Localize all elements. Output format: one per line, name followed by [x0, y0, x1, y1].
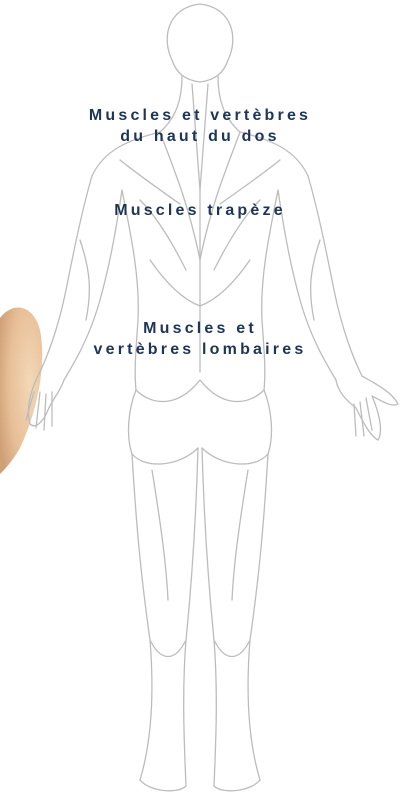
label-upper-back-line2: du haut du dos [0, 126, 400, 147]
label-trapezius-line1: Muscles trapèze [0, 200, 400, 221]
label-lumbar[interactable]: Muscles et vertèbres lombaires [0, 318, 400, 360]
label-upper-back-line1: Muscles et vertèbres [0, 105, 400, 126]
label-upper-back[interactable]: Muscles et vertèbres du haut du dos [0, 105, 400, 147]
label-lumbar-line1: Muscles et [0, 318, 400, 339]
label-lumbar-line2: vertèbres lombaires [0, 339, 400, 360]
label-trapezius[interactable]: Muscles trapèze [0, 200, 400, 221]
